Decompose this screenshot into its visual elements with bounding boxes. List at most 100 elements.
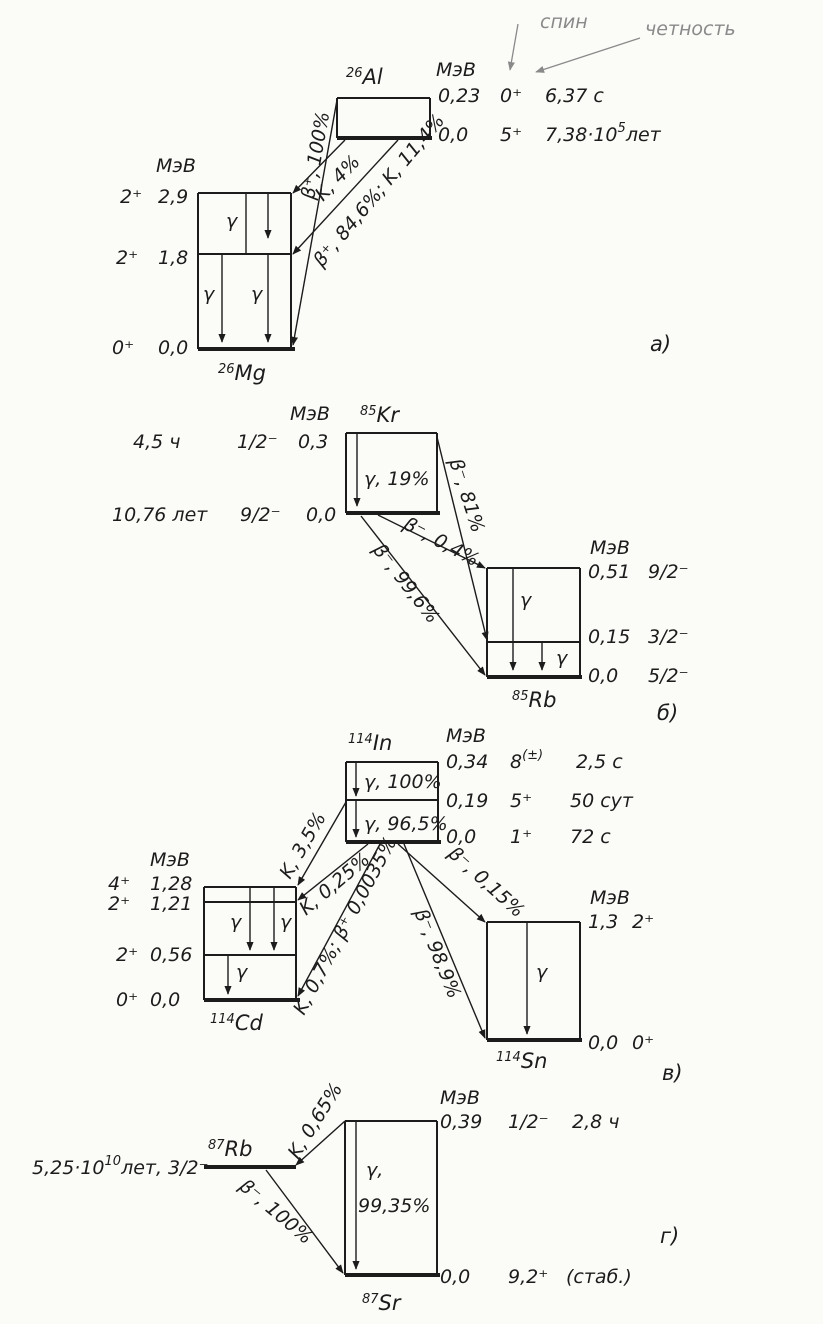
in114-spin-0-sup: (±) bbox=[522, 748, 543, 763]
kr85-beta-81 bbox=[436, 436, 489, 641]
rb85-element: Rb bbox=[529, 688, 557, 712]
cd114-gamma-label-2: γ bbox=[280, 911, 293, 933]
kr85-energy-0: 0,3 bbox=[298, 431, 328, 453]
cd114-gamma-label-1: γ bbox=[230, 911, 243, 933]
in114-energy-1: 0,19 bbox=[446, 790, 488, 812]
mg26-spin-2: 0⁺ bbox=[112, 337, 134, 359]
cd114-spin-0: 4⁺ bbox=[108, 873, 130, 895]
kr85-beta-996-label: β⁻, 99,6% bbox=[367, 539, 443, 628]
rb85-gamma-label-2: γ bbox=[556, 647, 569, 669]
al26-spin-0: 0⁺ bbox=[500, 85, 522, 107]
annotation-spin-arrow bbox=[507, 23, 519, 71]
al26-element: Al bbox=[361, 65, 383, 89]
sr87-element: Sr bbox=[379, 1291, 402, 1315]
al26-k-4 bbox=[292, 139, 346, 194]
svg-text:87Rb: 87Rb bbox=[208, 1137, 252, 1161]
scheme-b-label: б) bbox=[657, 701, 678, 725]
cd114-spin-1: 2⁺ bbox=[108, 893, 130, 915]
kr85-element: Kr bbox=[377, 403, 401, 427]
handwritten-annotations: спин четность bbox=[507, 11, 736, 73]
rb85-energy-0: 0,51 bbox=[588, 561, 630, 583]
cd114-spin-2: 2⁺ bbox=[116, 944, 138, 966]
sn114-element: Sn bbox=[521, 1049, 548, 1073]
annotation-parity-arrow bbox=[535, 37, 641, 73]
in114-beta-015 bbox=[397, 843, 486, 923]
rb87-element: Rb bbox=[225, 1137, 253, 1161]
in114-energy-0: 0,34 bbox=[446, 751, 488, 773]
sr87-energy-0: 0,39 bbox=[440, 1111, 482, 1133]
mg26-element: Mg bbox=[235, 361, 266, 385]
rb87-halflife-exponent: 10 bbox=[105, 1154, 122, 1169]
kr85-mass: 85 bbox=[360, 404, 377, 419]
in114-spin-2: 1⁺ bbox=[510, 826, 532, 848]
sr87-spin-0: 1/2⁻ bbox=[508, 1111, 549, 1133]
sr87-halflife-1: (стаб.) bbox=[566, 1266, 632, 1288]
cd114-element: Cd bbox=[235, 1011, 264, 1035]
al26-mixed bbox=[292, 139, 399, 255]
rb85-units: МэВ bbox=[590, 537, 630, 559]
al26-halflife-exponent: 5 bbox=[618, 121, 626, 136]
kr85-gamma-label: γ, 19% bbox=[364, 468, 430, 490]
mg26-gamma-label-3: γ bbox=[251, 283, 264, 305]
svg-text:7,38·105лет: 7,38·105лет bbox=[545, 121, 662, 146]
sn114-mass: 114 bbox=[496, 1050, 521, 1065]
rb85-spin-0: 9/2⁻ bbox=[648, 561, 689, 583]
in114-mass: 114 bbox=[348, 732, 373, 747]
al26-spin-1: 5⁺ bbox=[500, 124, 522, 146]
in114-k-35 bbox=[297, 801, 347, 886]
rb85-energy-1: 0,15 bbox=[588, 626, 630, 648]
svg-text:114In: 114In bbox=[348, 731, 392, 755]
sn114-energy-1: 0,0 bbox=[588, 1032, 618, 1054]
svg-text:8(±): 8(±) bbox=[510, 748, 543, 773]
kr85-units: МэВ bbox=[290, 403, 330, 425]
scheme-v-label: в) bbox=[662, 1061, 683, 1085]
cd114-spin-3: 0⁺ bbox=[116, 989, 138, 1011]
scheme-v-in114: γ, 100% γ, 96,5% 114In МэВ 0,34 8(±) 2,5… bbox=[108, 725, 683, 1085]
rb85-spin-1: 3/2⁻ bbox=[648, 626, 689, 648]
svg-text:5,25·1010лет, 3/2⁻: 5,25·1010лет, 3/2⁻ bbox=[32, 1154, 209, 1179]
svg-text:26Al: 26Al bbox=[346, 65, 383, 89]
in114-mixed bbox=[297, 843, 381, 997]
scheme-g-rb87: 87Rb 5,25·1010лет, 3/2⁻ γ, 99,35% МэВ 0,… bbox=[32, 1079, 679, 1315]
rb87-beta-100 bbox=[265, 1169, 344, 1274]
svg-text:85Rb: 85Rb bbox=[512, 688, 556, 712]
kr85-halflife-1: 10,76 лет bbox=[112, 504, 208, 526]
rb87-k-065 bbox=[295, 1120, 346, 1166]
svg-text:114Cd: 114Cd bbox=[210, 1011, 263, 1035]
in114-units: МэВ bbox=[446, 725, 486, 747]
in114-beta-989-label: β⁻, 98,9% bbox=[409, 905, 465, 1002]
rb87-halflife-rest: лет, 3/2⁻ bbox=[120, 1157, 209, 1179]
sr87-gamma-value: 99,35% bbox=[358, 1195, 430, 1217]
mg26-energy-2: 0,0 bbox=[158, 337, 188, 359]
mg26-energy-0: 2,9 bbox=[158, 186, 188, 208]
annotation-spin: спин bbox=[540, 11, 588, 33]
in114-halflife-2: 72 с bbox=[570, 826, 611, 848]
mg26-units: МэВ bbox=[156, 155, 196, 177]
cd114-energy-1: 1,21 bbox=[150, 893, 192, 915]
sr87-mass: 87 bbox=[362, 1292, 379, 1307]
cd114-gamma-label-3: γ bbox=[236, 961, 249, 983]
sr87-spin-1: 9,2⁺ bbox=[508, 1266, 548, 1288]
in114-gamma-100-label: γ, 100% bbox=[364, 771, 442, 793]
al26-mass: 26 bbox=[346, 66, 363, 81]
mg26-spin-0: 2⁺ bbox=[120, 186, 142, 208]
svg-text:114Sn: 114Sn bbox=[496, 1049, 547, 1073]
rb87-k-label: K, 0,65% bbox=[284, 1079, 348, 1163]
cd114-energy-2: 0,56 bbox=[150, 944, 192, 966]
kr85-spin-1: 9/2⁻ bbox=[240, 504, 281, 526]
annotation-parity: четность bbox=[645, 18, 736, 40]
in114-k-35-label: K, 3,5% bbox=[275, 808, 330, 882]
mg26-gamma-label-1: γ bbox=[226, 210, 239, 232]
cd114-mass: 114 bbox=[210, 1012, 235, 1027]
rb87-halflife-mantissa: 5,25·10 bbox=[32, 1157, 105, 1179]
in114-halflife-1: 50 сут bbox=[570, 790, 634, 812]
sn114-gamma-label: γ bbox=[536, 961, 549, 983]
in114-k-025 bbox=[297, 843, 369, 901]
sn114-units: МэВ bbox=[590, 887, 630, 909]
mg26-spin-1: 2⁺ bbox=[116, 247, 138, 269]
scheme-b-kr85: γ, 19% 85Kr МэВ 4,5 ч 1/2⁻ 0,3 10,76 лет… bbox=[112, 403, 689, 725]
kr85-beta-996 bbox=[360, 515, 486, 676]
kr85-energy-1: 0,0 bbox=[306, 504, 336, 526]
cd114-energy-0: 1,28 bbox=[150, 873, 192, 895]
